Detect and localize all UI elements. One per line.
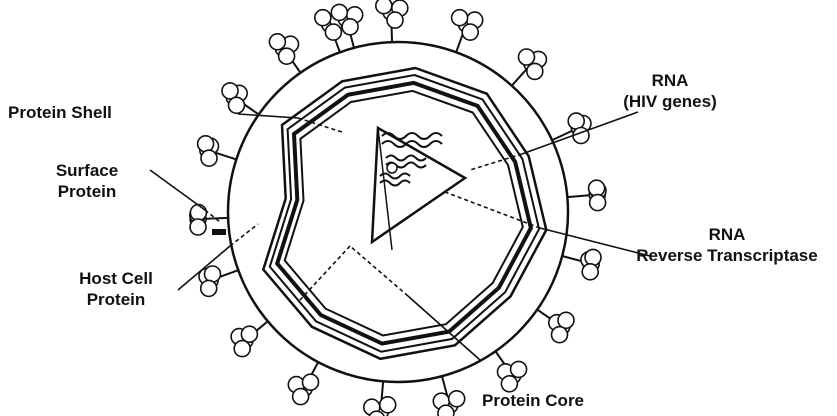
spike-knob [269, 34, 285, 50]
surface-protein-spike [222, 83, 259, 115]
surface-protein-spike [199, 266, 238, 296]
spike-knob [452, 10, 468, 26]
label-protein-shell: Protein Shell [8, 102, 112, 123]
spike-knob [205, 266, 221, 282]
surface-protein-spike [433, 376, 464, 416]
spike-knob [234, 341, 250, 357]
spike-knob [519, 49, 535, 65]
label-protein-core: Protein Core [482, 390, 584, 411]
label-rna-hiv-genes-line2: (HIV genes) [610, 91, 730, 112]
spike-knob [438, 405, 454, 416]
spike-knob [315, 10, 331, 26]
label-surface-protein: Surface Protein [32, 160, 142, 202]
surface-protein-spike [496, 351, 527, 392]
surface-protein-spike [512, 49, 547, 86]
spike-knob [201, 280, 217, 296]
spike-knob [589, 180, 605, 196]
label-rna-hiv-genes: RNA (HIV genes) [610, 70, 730, 112]
spike-knob [342, 19, 358, 35]
surface-protein-spike [567, 180, 606, 210]
spike-knob [511, 361, 527, 377]
spike-knob [198, 136, 214, 152]
spike-knob [376, 0, 392, 14]
surface-protein-spike [231, 321, 268, 356]
spike-knob [201, 150, 217, 166]
surface-protein-spike [198, 136, 237, 166]
spike-knob [449, 391, 465, 407]
surface-protein-spike [452, 10, 483, 53]
spike-knob [293, 389, 309, 405]
spike-knob [462, 24, 478, 40]
spike-knob [241, 326, 257, 342]
spike-knob [585, 249, 601, 265]
label-surface-protein-line2: Protein [32, 181, 142, 202]
spike-stalk [215, 153, 236, 160]
spike-knob [558, 312, 574, 328]
spike-knob [387, 12, 403, 28]
reverse-transcriptase-icon [387, 163, 397, 173]
spike-knob [331, 4, 347, 20]
spike-knob [568, 113, 584, 129]
spike-knob [279, 48, 295, 64]
spike-knob [590, 195, 606, 211]
label-rna-reverse-transcriptase: RNA Reverse Transcriptase [622, 224, 832, 266]
surface-protein-spike [376, 0, 408, 42]
surface-protein-spike [364, 381, 396, 416]
label-host-cell-protein: Host Cell Protein [56, 268, 176, 310]
spike-knob [380, 397, 396, 413]
spike-stalk [567, 195, 589, 197]
spike-stalk [206, 218, 228, 219]
label-surface-protein-line1: Surface [32, 160, 142, 181]
surface-protein-spike [288, 362, 318, 404]
spike-knob [190, 219, 206, 235]
label-rna-hiv-genes-line1: RNA [610, 70, 730, 91]
spike-knob [303, 374, 319, 390]
spike-knob [222, 83, 238, 99]
label-host-cell-protein-line2: Protein [56, 289, 176, 310]
label-host-cell-protein-line1: Host Cell [56, 268, 176, 289]
spike-knob [325, 24, 341, 40]
spike-stalk [512, 69, 527, 85]
spike-knob [190, 205, 206, 221]
surface-protein-spike [552, 113, 591, 143]
label-rna-rt-line2: Reverse Transcriptase [622, 245, 832, 266]
spike-knob [527, 63, 543, 79]
host-cell-protein-icon [212, 229, 226, 235]
surface-protein-spike [537, 310, 574, 343]
surface-protein-spike [562, 249, 601, 279]
surface-protein-spike [269, 34, 300, 73]
spike-knob [229, 97, 245, 113]
spike-knob [552, 327, 568, 343]
spike-knob [582, 264, 598, 280]
label-rna-rt-line1: RNA [622, 224, 832, 245]
